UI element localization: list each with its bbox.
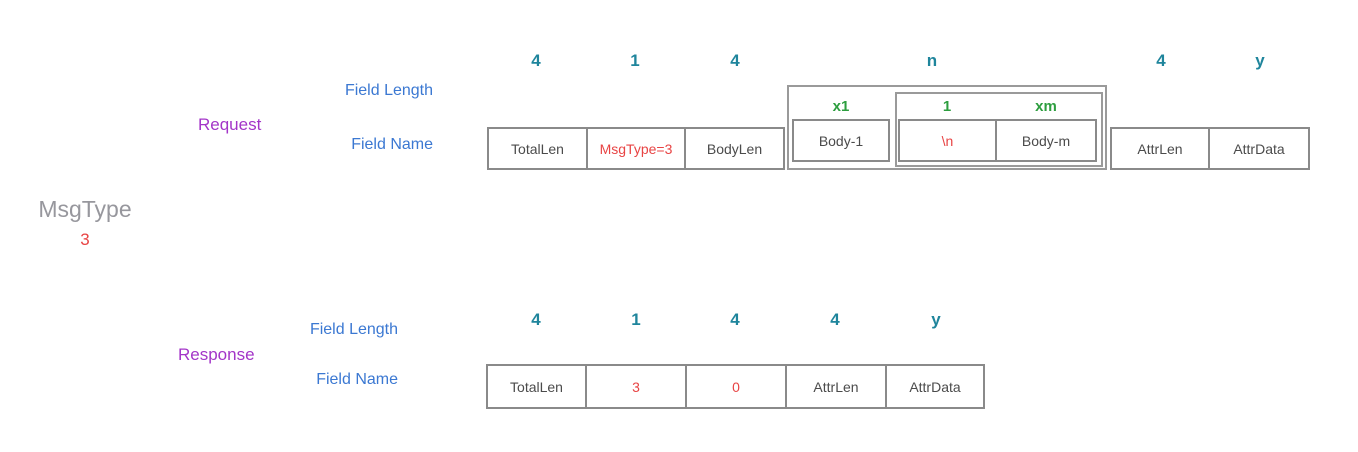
msgtype-note-value: 3 (80, 230, 90, 249)
request-cell-totallen: TotalLen (487, 127, 588, 170)
request-label: Request (198, 115, 262, 134)
request-length-body: n (926, 51, 938, 70)
request-field-length-label: Field Length (344, 82, 433, 99)
body-group-box (787, 85, 1107, 170)
separator-count-label: 1 (942, 98, 952, 115)
bodym-cell: Body-m (995, 119, 1097, 162)
request-length-attrdata: y (1255, 51, 1265, 70)
request-cell-attrdata: AttrData (1208, 127, 1310, 170)
response-length-msgtype: 1 (631, 310, 641, 329)
response-cell-bodylen: 0 (685, 364, 787, 409)
msgtype-side-note: MsgType 3 (20, 196, 150, 250)
msgtype-note-label: MsgType (38, 196, 132, 222)
response-length-attrlen: 4 (830, 310, 840, 329)
request-field-name-label: Field Name (351, 136, 433, 153)
response-field-length-label: Field Length (309, 321, 398, 338)
response-length-totallen: 4 (531, 310, 541, 329)
request-length-msgtype: 1 (630, 51, 640, 70)
request-length-bodylen: 4 (730, 51, 740, 70)
request-cell-attrlen: AttrLen (1110, 127, 1210, 170)
body1-count-label: x1 (832, 98, 850, 115)
repeat-group-box (895, 92, 1103, 167)
response-cell-totallen: TotalLen (486, 364, 587, 409)
response-cell-attrlen: AttrLen (785, 364, 887, 409)
response-length-attrdata: y (931, 310, 941, 329)
response-label: Response (178, 345, 255, 364)
request-cell-bodylen: BodyLen (684, 127, 785, 170)
body1-cell: Body-1 (792, 119, 890, 162)
response-field-name-label: Field Name (316, 371, 398, 388)
request-length-totallen: 4 (531, 51, 541, 70)
request-length-attrlen: 4 (1156, 51, 1166, 70)
bodym-count-label: xm (1035, 98, 1057, 115)
response-cell-msgtype: 3 (585, 364, 687, 409)
response-length-bodylen: 4 (730, 310, 740, 329)
newline-separator-cell: \n (898, 119, 997, 162)
response-cell-attrdata: AttrData (885, 364, 985, 409)
request-cell-msgtype: MsgType=3 (586, 127, 686, 170)
